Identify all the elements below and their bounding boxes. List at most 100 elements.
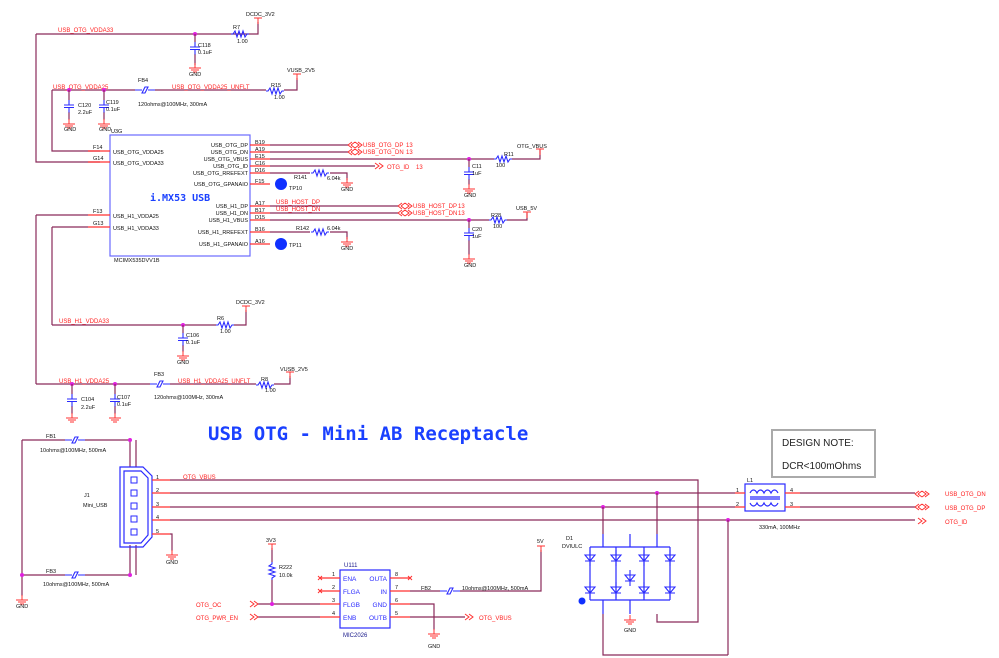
- pin-name: USB_H1_VBUS: [209, 218, 249, 224]
- power-switch-u111: U111 MIC2026 1 2 3 4 ENA FLGA FLGB ENB O…: [196, 538, 546, 650]
- net-label-otg-pwr-en: OTG_PWR_EN: [196, 616, 238, 622]
- value-label: 0.1uF: [186, 340, 201, 346]
- ferrite-bead-fb2: [439, 587, 461, 595]
- pin-name: USB_OTG_VDDA33: [113, 161, 164, 167]
- junction-dot: [128, 573, 132, 577]
- ref-label: TP11: [289, 243, 302, 249]
- junction-dot: [128, 438, 132, 442]
- ground-symbol: [462, 183, 476, 194]
- power-label: VUSB_2V5: [280, 367, 308, 373]
- pin-name: USB_OTG_VBUS: [204, 157, 249, 163]
- value-label: 0.1uF: [117, 402, 132, 408]
- net-label: USB_HOST_DP: [276, 200, 320, 206]
- pin-name: IN: [381, 589, 388, 596]
- power-port: [267, 543, 277, 551]
- part-label: DVIULC: [562, 544, 582, 550]
- ref-label: FB3: [154, 372, 164, 378]
- net-label-otg-oc: OTG_OC: [196, 603, 222, 609]
- power-port-dcdc-3v2: [253, 17, 263, 25]
- ground-symbol: [340, 236, 354, 247]
- design-note-text: DCR<100mOhms: [782, 461, 861, 472]
- bidirectional-port[interactable]: [397, 202, 413, 210]
- ref-label: FB3: [46, 569, 56, 575]
- pin-name: ENB: [343, 615, 356, 622]
- gnd-label: GND: [64, 127, 76, 133]
- pin-number: B16: [255, 227, 265, 233]
- output-port[interactable]: [917, 517, 927, 525]
- bidirectional-port[interactable]: [914, 503, 930, 511]
- pin-name: ENA: [343, 576, 357, 583]
- gnd-label: GND: [166, 560, 178, 566]
- output-port[interactable]: [374, 162, 384, 170]
- gnd-label: GND: [177, 360, 189, 366]
- value-label: 0.1uF: [106, 107, 121, 113]
- power-label: 3V3: [266, 538, 276, 544]
- pin-number: D16: [255, 168, 265, 174]
- power-port: [522, 211, 532, 219]
- value-label: 330mA, 100MHz: [759, 525, 800, 531]
- pin-number: 5: [395, 611, 398, 617]
- section-title: USB OTG - Mini AB Receptacle: [208, 423, 528, 445]
- zener-diode-icon: [624, 569, 636, 587]
- net-label: USB_H1_VDDA25: [59, 379, 110, 385]
- ref-label: C106: [186, 333, 199, 339]
- ref-label: D1: [566, 536, 573, 542]
- ref-label: U3G: [111, 129, 122, 135]
- value-label: 100: [496, 163, 505, 169]
- part-label: Mini_USB: [83, 503, 108, 509]
- net-label-usb-otg-dn: USB_OTG_DN: [945, 492, 986, 498]
- pin-number: 4: [332, 611, 335, 617]
- value-label: 2.2uF: [81, 405, 96, 411]
- bidirectional-port[interactable]: [397, 209, 413, 217]
- diode-icon: [584, 581, 596, 599]
- value-label: 6.04k: [327, 226, 341, 232]
- ref-label: R7: [233, 25, 240, 31]
- power-label: DCDC_3V2: [246, 12, 275, 18]
- design-note-heading: DESIGN NOTE:: [782, 438, 854, 449]
- bidirectional-port[interactable]: [347, 141, 363, 149]
- ref-label: R142: [296, 226, 309, 232]
- ferrite-bead-fb4: [134, 86, 156, 94]
- pin-number: 1: [156, 475, 159, 481]
- ref-label: C118: [198, 43, 211, 49]
- value-label: 2.2uF: [78, 110, 93, 116]
- test-point-tp10: [275, 178, 287, 190]
- value-label: 6.04k: [327, 176, 341, 182]
- net-label-otg-id: OTG_ID: [387, 165, 410, 171]
- pin-name: USB_OTG_DP: [211, 143, 248, 149]
- ref-label: TP10: [289, 186, 302, 192]
- ref-label: R222: [279, 565, 292, 571]
- value-label: 1.00: [237, 39, 248, 45]
- gnd-label: GND: [99, 127, 111, 133]
- ferrite-bead-fb3: [64, 571, 86, 579]
- net-label-usb-host-dp: USB_HOST_DP: [413, 204, 457, 210]
- diode-icon: [610, 581, 622, 599]
- value-label: 10ohms@100MHz, 500mA: [462, 586, 528, 592]
- bidirectional-port[interactable]: [914, 490, 930, 498]
- input-port[interactable]: [249, 600, 259, 608]
- power-port: [241, 305, 251, 313]
- net-label: USB_H1_VDDA25_UNFLT: [178, 379, 251, 385]
- pin-name: OUTA: [369, 576, 387, 583]
- pin-number: 5: [156, 529, 159, 535]
- ref-label: R8: [261, 377, 268, 383]
- bidirectional-port[interactable]: [347, 148, 363, 156]
- ferrite-bead-fb3: [149, 380, 171, 388]
- capacitor-c120: [63, 99, 75, 114]
- value-label: 1uF: [472, 171, 482, 177]
- input-port[interactable]: [249, 613, 259, 621]
- ferrite-bead-fb1: [64, 436, 86, 444]
- output-port[interactable]: [464, 613, 474, 621]
- ground-symbol: [427, 628, 441, 639]
- ref-label: R6: [217, 316, 224, 322]
- power-label: OTG_VBUS: [517, 144, 547, 150]
- pin-number: 2: [332, 585, 335, 591]
- diode-icon: [664, 581, 676, 599]
- pin-name: USB_OTG_VDDA25: [113, 150, 164, 156]
- part-number: MCIMX535DVV1B: [114, 258, 160, 264]
- gnd-label: GND: [341, 187, 353, 193]
- part-label: MIC2026: [343, 633, 368, 639]
- pin-number: E15: [255, 154, 265, 160]
- gnd-label: GND: [428, 644, 440, 650]
- pin-number: 3: [332, 598, 335, 604]
